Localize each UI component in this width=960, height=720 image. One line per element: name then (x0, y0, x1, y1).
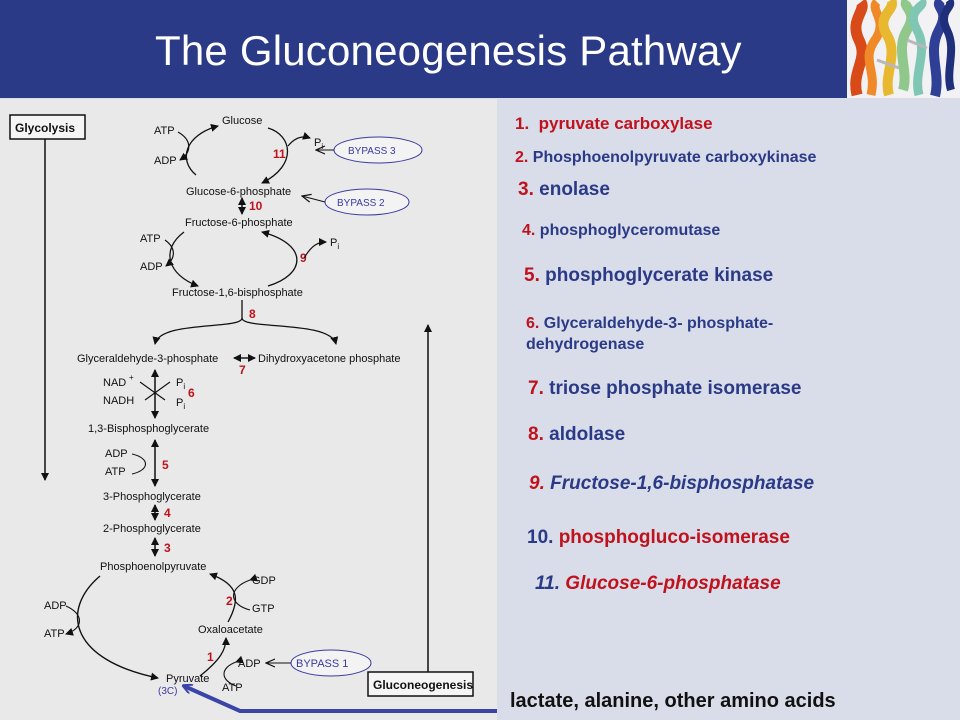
gtp-label: GTP (252, 603, 275, 615)
adp-label-1: ADP (154, 155, 177, 167)
atp-label-5: ATP (222, 682, 243, 694)
carbon-note: (3C) (158, 686, 177, 697)
glycolysis-label: Glycolysis (15, 121, 75, 135)
pyruvate-label: Pyruvate (166, 673, 209, 685)
enzyme-9: 9. Fructose-1,6-bisphosphatase (529, 473, 815, 494)
step-2-label: 2 (226, 594, 233, 608)
pepck-curve (209, 572, 236, 623)
gluconeogenesis-box (367, 671, 474, 697)
step-4-label: 4 (164, 506, 171, 520)
atp-label-2: ATP (140, 233, 161, 245)
enzyme-2: 2. Phosphoenolpyruvate carboxykinase (515, 149, 817, 166)
bypass3-curve-right (261, 127, 289, 184)
sources-arrow (184, 686, 497, 713)
step-8-label: 8 (249, 307, 256, 321)
gdp-gtp-curve (232, 573, 258, 611)
enzyme-1: 1. pyruvate carboxylase (515, 114, 713, 133)
glucose-label: Glucose (222, 115, 262, 127)
nad-plus: + (129, 373, 134, 382)
adp-label-3: ADP (105, 448, 128, 460)
step-7-label: 7 (239, 363, 246, 377)
bypass2-pointer (302, 196, 326, 202)
bypass3-label: BYPASS 3 (348, 146, 396, 157)
adp-label-2: ADP (140, 261, 163, 273)
bypass3-curve (185, 123, 219, 176)
pg2-label: 2-Phosphoglycerate (103, 523, 201, 535)
fbpase-pi-arrow (303, 238, 327, 259)
fbpase-curve (261, 229, 298, 287)
pc-curve (199, 637, 230, 677)
bypass3-pi-arrow (287, 131, 311, 147)
step-9-label: 9 (300, 251, 307, 265)
diagram-panel (0, 99, 497, 720)
g3p-label: Glyceraldehyde-3-phosphate (77, 353, 218, 365)
aldolase-fork (152, 300, 243, 345)
atp-adp-curve-1 (177, 131, 190, 161)
pi-curve (144, 381, 171, 401)
step-5-label: 5 (162, 458, 169, 472)
step-11-label: 11 (273, 147, 286, 161)
bypass1-label: BYPASS 1 (296, 658, 348, 670)
atp-label-1: ATP (154, 125, 175, 137)
pg3-label: 3-Phosphoglycerate (103, 491, 201, 503)
protein-structure-image (847, 0, 960, 98)
dhap-label: Dihydroxyacetone phosphate (258, 353, 400, 365)
glycolysis-box (9, 114, 86, 140)
bpg13-label: 1,3-Bisphosphoglycerate (88, 423, 209, 435)
enzyme-7: 7. triose phosphate isomerase (528, 378, 802, 399)
f16bp-label: Fructose-1,6-bisphosphate (172, 287, 303, 299)
atp-adp-curve-2 (164, 239, 174, 267)
bypass2-label: BYPASS 2 (337, 198, 385, 209)
atp-label-3: ATP (105, 466, 126, 478)
pi-label-3: Pi (176, 377, 185, 391)
adp-atp-curve-5 (223, 655, 244, 687)
sources-label: lactate, alanine, other amino acids (510, 690, 836, 712)
gdp-label: GDP (252, 575, 276, 587)
pi-label-1: Pi (314, 137, 323, 151)
adp-label-5: ADP (238, 658, 261, 670)
pi-label-4: Pi (176, 397, 185, 411)
atp-label-4: ATP (44, 628, 65, 640)
oaa-label: Oxaloacetate (198, 624, 263, 636)
title-banner: The Gluconeogenesis Pathway (0, 0, 960, 98)
nad-label: NAD (103, 377, 126, 389)
pi-label-2: Pi (330, 237, 339, 251)
nadh-label: NADH (103, 395, 134, 407)
enzyme-6: 6. Glyceraldehyde-3- phosphate- dehydrog… (526, 315, 774, 353)
step-10-label: 10 (249, 199, 263, 213)
enzyme-5: 5. phosphoglycerate kinase (524, 265, 774, 286)
pfk-curve (169, 231, 199, 288)
nad-curve (139, 381, 166, 401)
enzyme-3: 3. enolase (518, 179, 610, 200)
aldolase-fork-right (241, 317, 339, 345)
step-1-label: 1 (207, 650, 214, 664)
enzyme-11: 11. Glucose-6-phosphatase (535, 573, 781, 594)
step-3-label: 3 (164, 541, 171, 555)
adp-atp-curve-4 (65, 605, 81, 636)
enzyme-10: 10. phosphogluco-isomerase (527, 527, 790, 548)
enzyme-4: 4. phosphoglyceromutase (522, 222, 721, 239)
step-6-label: 6 (188, 386, 195, 400)
adp-atp-curve-3 (131, 453, 147, 475)
f6p-label: Fructose-6-phosphate (185, 217, 293, 229)
pk-curve (76, 575, 159, 681)
enzyme-8: 8. aldolase (528, 424, 626, 445)
pep-label: Phosphoenolpyruvate (100, 561, 206, 573)
page-title: The Gluconeogenesis Pathway (155, 27, 742, 74)
adp-label-4: ADP (44, 600, 67, 612)
gluconeogenesis-label: Gluconeogenesis (373, 678, 473, 692)
gluconeogenesis-diagram: Glycolysis Gluconeogenesis Glucose Gluco… (9, 114, 497, 713)
g6p-label: Glucose-6-phosphate (186, 186, 291, 198)
